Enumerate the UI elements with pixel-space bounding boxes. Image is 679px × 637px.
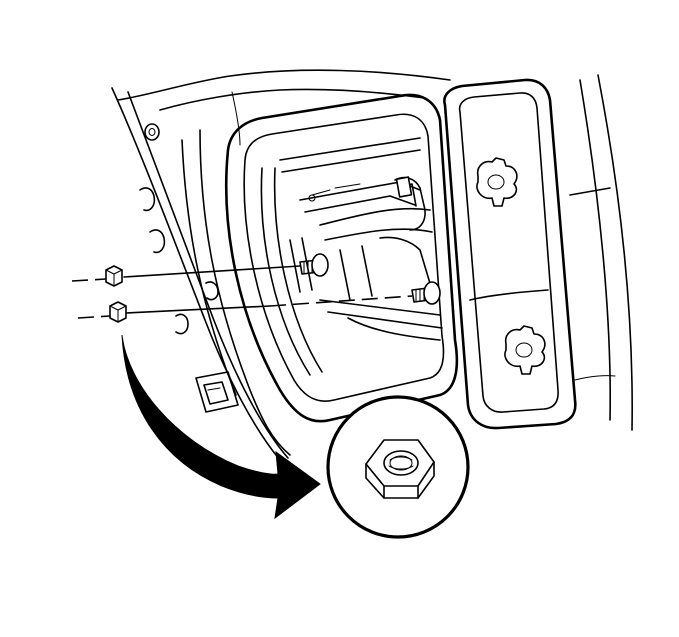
- callout-arrow: [121, 334, 321, 520]
- nuts: [105, 265, 127, 323]
- alignment-lines: [71, 265, 413, 319]
- access-opening: [224, 93, 459, 423]
- door-inner-panel: [111, 69, 451, 461]
- lower-nut: [109, 301, 127, 323]
- upper-stud: [299, 253, 329, 277]
- detail-hex-nut: [365, 439, 435, 499]
- upper-nut: [105, 265, 123, 287]
- door-outer-frame: [569, 74, 633, 431]
- nut-detail-view: [326, 395, 470, 539]
- lower-stud: [411, 281, 441, 305]
- mounting-bracket: [443, 78, 577, 430]
- mounting-studs: [299, 253, 441, 305]
- window-regulator-mechanism: [289, 176, 443, 341]
